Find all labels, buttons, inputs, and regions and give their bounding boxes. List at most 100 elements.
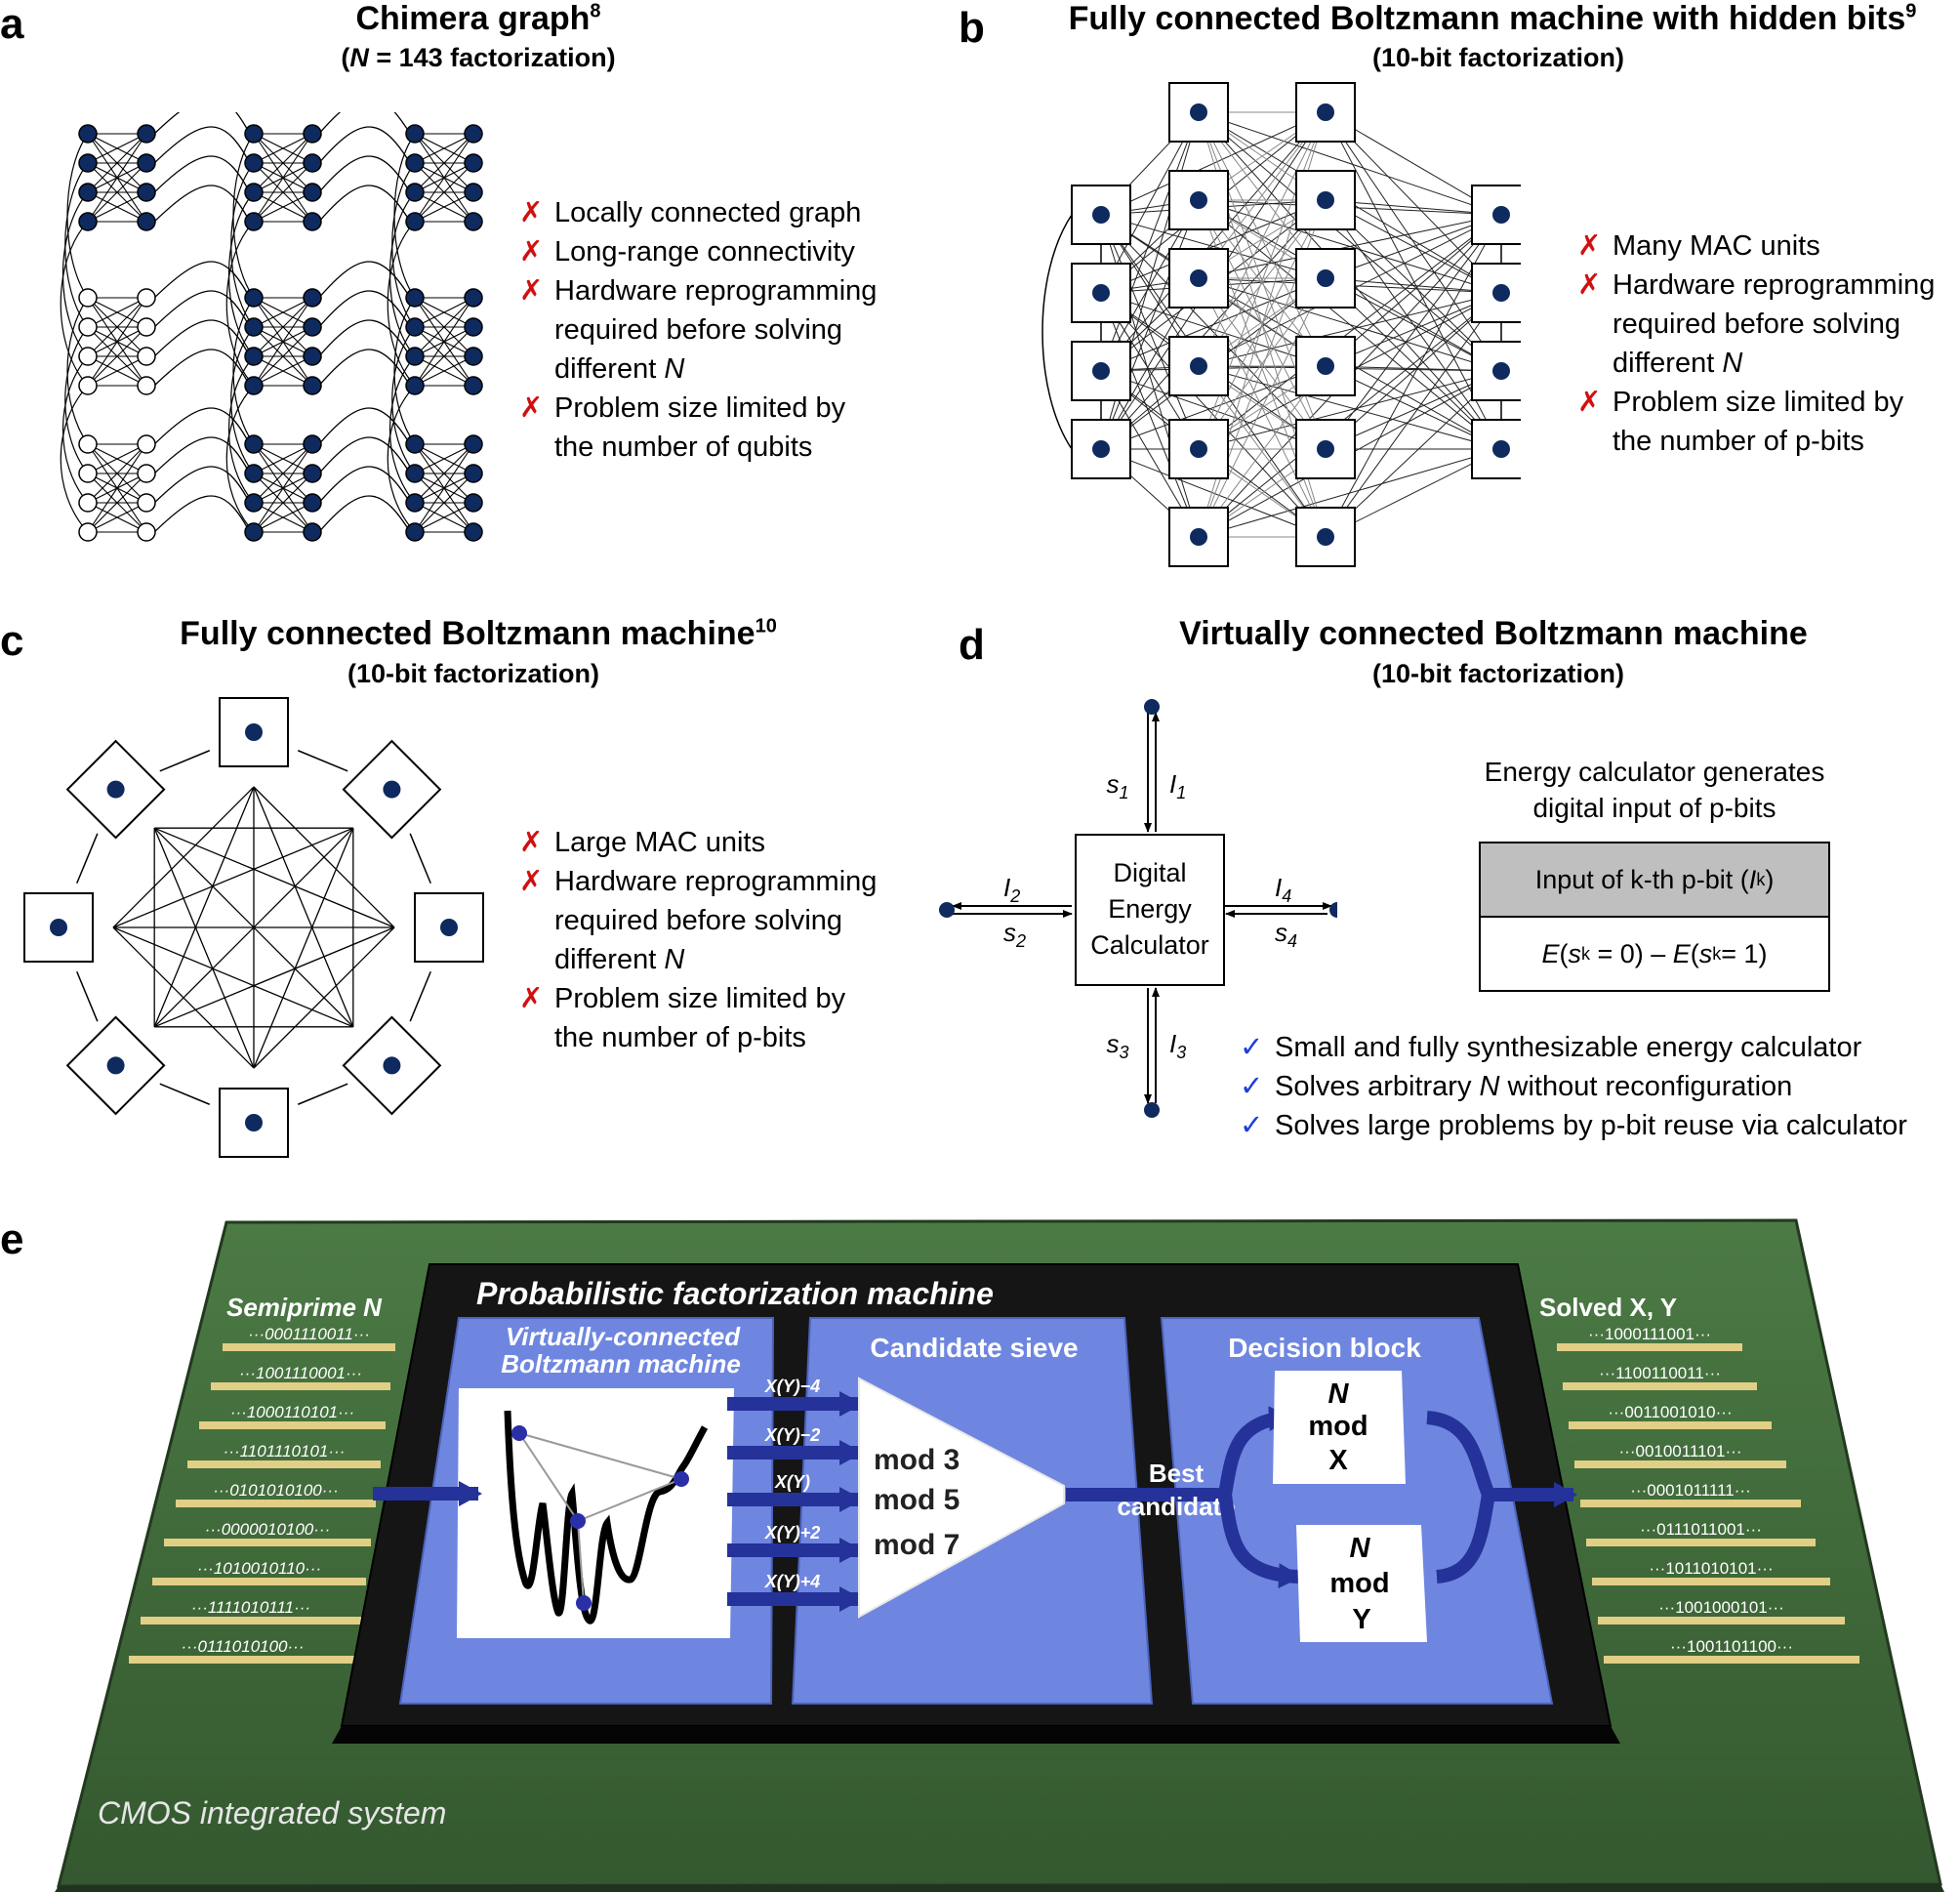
- panel-a-label: a: [0, 0, 24, 48]
- pbit-dot: [1317, 269, 1334, 287]
- bullet-line: the number of p-bits: [519, 1018, 877, 1057]
- bullet-line: ✗Hardware reprogramming: [519, 862, 877, 901]
- bullet-text: the number of p-bits: [1613, 426, 1864, 457]
- input-pin: [187, 1460, 381, 1468]
- bullet-text: Hardware reprogramming: [554, 275, 878, 307]
- qubit-node: [78, 212, 98, 231]
- qubit-node: [303, 493, 322, 513]
- qubit-node: [244, 347, 264, 366]
- input-pin: [176, 1500, 376, 1507]
- panel-d-title: Virtually connected Boltzmann machine: [1179, 615, 1808, 652]
- qubit-node: [244, 376, 264, 395]
- candidate-arrows: X(Y)−4X(Y)−2X(Y)X(Y)+2X(Y)+4: [727, 1377, 863, 1612]
- pbit-box: [1471, 341, 1521, 401]
- qubit-node: [405, 153, 425, 173]
- transition-line-4: [577, 1520, 585, 1604]
- qubit-node: [78, 493, 98, 513]
- pbit-dot: [1190, 103, 1207, 121]
- pbit-node-2: [939, 902, 955, 918]
- output-pin: [1557, 1343, 1742, 1351]
- check-icon: ✓: [1240, 1032, 1264, 1063]
- state-ball-2: [674, 1471, 689, 1487]
- cross-icon: ✗: [519, 275, 544, 307]
- qubit-node: [137, 153, 156, 173]
- output-bit-string: ···0001011111···: [1630, 1481, 1750, 1500]
- pbit-dot: [1190, 269, 1207, 287]
- panel-c-subtitle: (10-bit factorization): [347, 659, 599, 688]
- bullet-text: Problem size limited by: [1613, 387, 1904, 418]
- input-pin: [223, 1343, 395, 1351]
- n-mod-x-n: N: [1328, 1378, 1350, 1410]
- candidate-label: X(Y)−2: [764, 1425, 821, 1445]
- sieve-mod-7: mod 7: [874, 1529, 960, 1561]
- input-pin: [141, 1617, 361, 1625]
- label-I4: I4: [1275, 873, 1291, 906]
- pbit-dot: [1092, 206, 1110, 224]
- pbit-dot: [245, 723, 263, 741]
- qubit-node: [244, 493, 264, 513]
- semiprime-label: Semiprime N: [226, 1293, 383, 1322]
- qubit-node: [303, 183, 322, 202]
- cross-icon: ✗: [519, 236, 544, 267]
- qubit-node: [244, 522, 264, 542]
- pbit-dot: [383, 780, 401, 799]
- qubit-node: [464, 124, 483, 144]
- pbit-dot: [1317, 528, 1334, 546]
- qubit-node: [244, 212, 264, 231]
- factorization-chip: CMOS integrated system ···0001110011····…: [55, 1218, 1944, 1892]
- qubit-node: [244, 183, 264, 202]
- qubit-node: [78, 317, 98, 337]
- bullet-line: different N: [519, 350, 877, 389]
- bullet-line: ✗Problem size limited by: [519, 979, 877, 1018]
- cross-icon: [1577, 305, 1613, 344]
- pbit-box: [219, 697, 289, 767]
- qubit-node: [303, 288, 322, 308]
- bullet-line: ✓Solves large problems by p-bit reuse vi…: [1240, 1106, 1907, 1145]
- cross-icon: ✗: [519, 827, 544, 858]
- die-edge: [332, 1726, 1620, 1744]
- board-edge: [55, 1884, 1944, 1892]
- machine-title: Probabilistic factorization machine: [476, 1276, 994, 1311]
- panel-c-title: Fully connected Boltzmann machine10: [98, 615, 859, 653]
- output-bit-string: ···0111011001···: [1640, 1520, 1762, 1539]
- pbit-dot: [1492, 362, 1510, 380]
- panel-a-subtitle-pre: (: [341, 43, 350, 72]
- cross-icon: ✗: [519, 983, 544, 1014]
- pbit-box: [1168, 336, 1229, 396]
- input-bit-string: ···0111010100···: [182, 1637, 305, 1656]
- output-pin: [1592, 1578, 1830, 1585]
- state-ball-4: [576, 1595, 592, 1611]
- qubit-node: [405, 124, 425, 144]
- cross-icon: [519, 310, 554, 350]
- bullet-text: Problem size limited by: [554, 392, 846, 424]
- label-s3: s3: [1106, 1029, 1128, 1062]
- pbit-dot: [1092, 440, 1110, 458]
- sieve-title: Candidate sieve: [870, 1333, 1078, 1363]
- qubit-node: [137, 522, 156, 542]
- panel-a-subtitle-post: = 143 factorization): [368, 43, 616, 72]
- bullet-line: ✗Large MAC units: [519, 823, 877, 862]
- bullet-line: ✗Problem size limited by: [1577, 383, 1935, 422]
- energy-curve: [504, 1410, 709, 1625]
- input-pin: [199, 1421, 386, 1429]
- table-header-pre: Input of k-th p-bit (: [1534, 864, 1749, 894]
- output-bit-string: ···1100110011···: [1599, 1364, 1721, 1382]
- qubit-node: [405, 212, 425, 231]
- qubit-node: [78, 347, 98, 366]
- qubit-node: [464, 493, 483, 513]
- qubit-node: [303, 464, 322, 483]
- qubit-node: [137, 212, 156, 231]
- bullet-line: ✓Solves arbitrary N without reconfigurat…: [1240, 1067, 1907, 1106]
- input-bit-string: ···1010010110···: [197, 1559, 321, 1578]
- vcbm-line-2: Boltzmann machine: [501, 1349, 741, 1378]
- solved-label: Solved X, Y: [1539, 1293, 1677, 1322]
- qubit-node: [303, 317, 322, 337]
- qubit-node: [303, 212, 322, 231]
- transition-line-2: [577, 1478, 682, 1522]
- full-edges: [76, 750, 431, 1105]
- panel-b-title-ref: 9: [1905, 0, 1917, 22]
- pbit-dot: [1190, 357, 1207, 375]
- panel-c-title-text: Fully connected Boltzmann machine: [180, 615, 755, 652]
